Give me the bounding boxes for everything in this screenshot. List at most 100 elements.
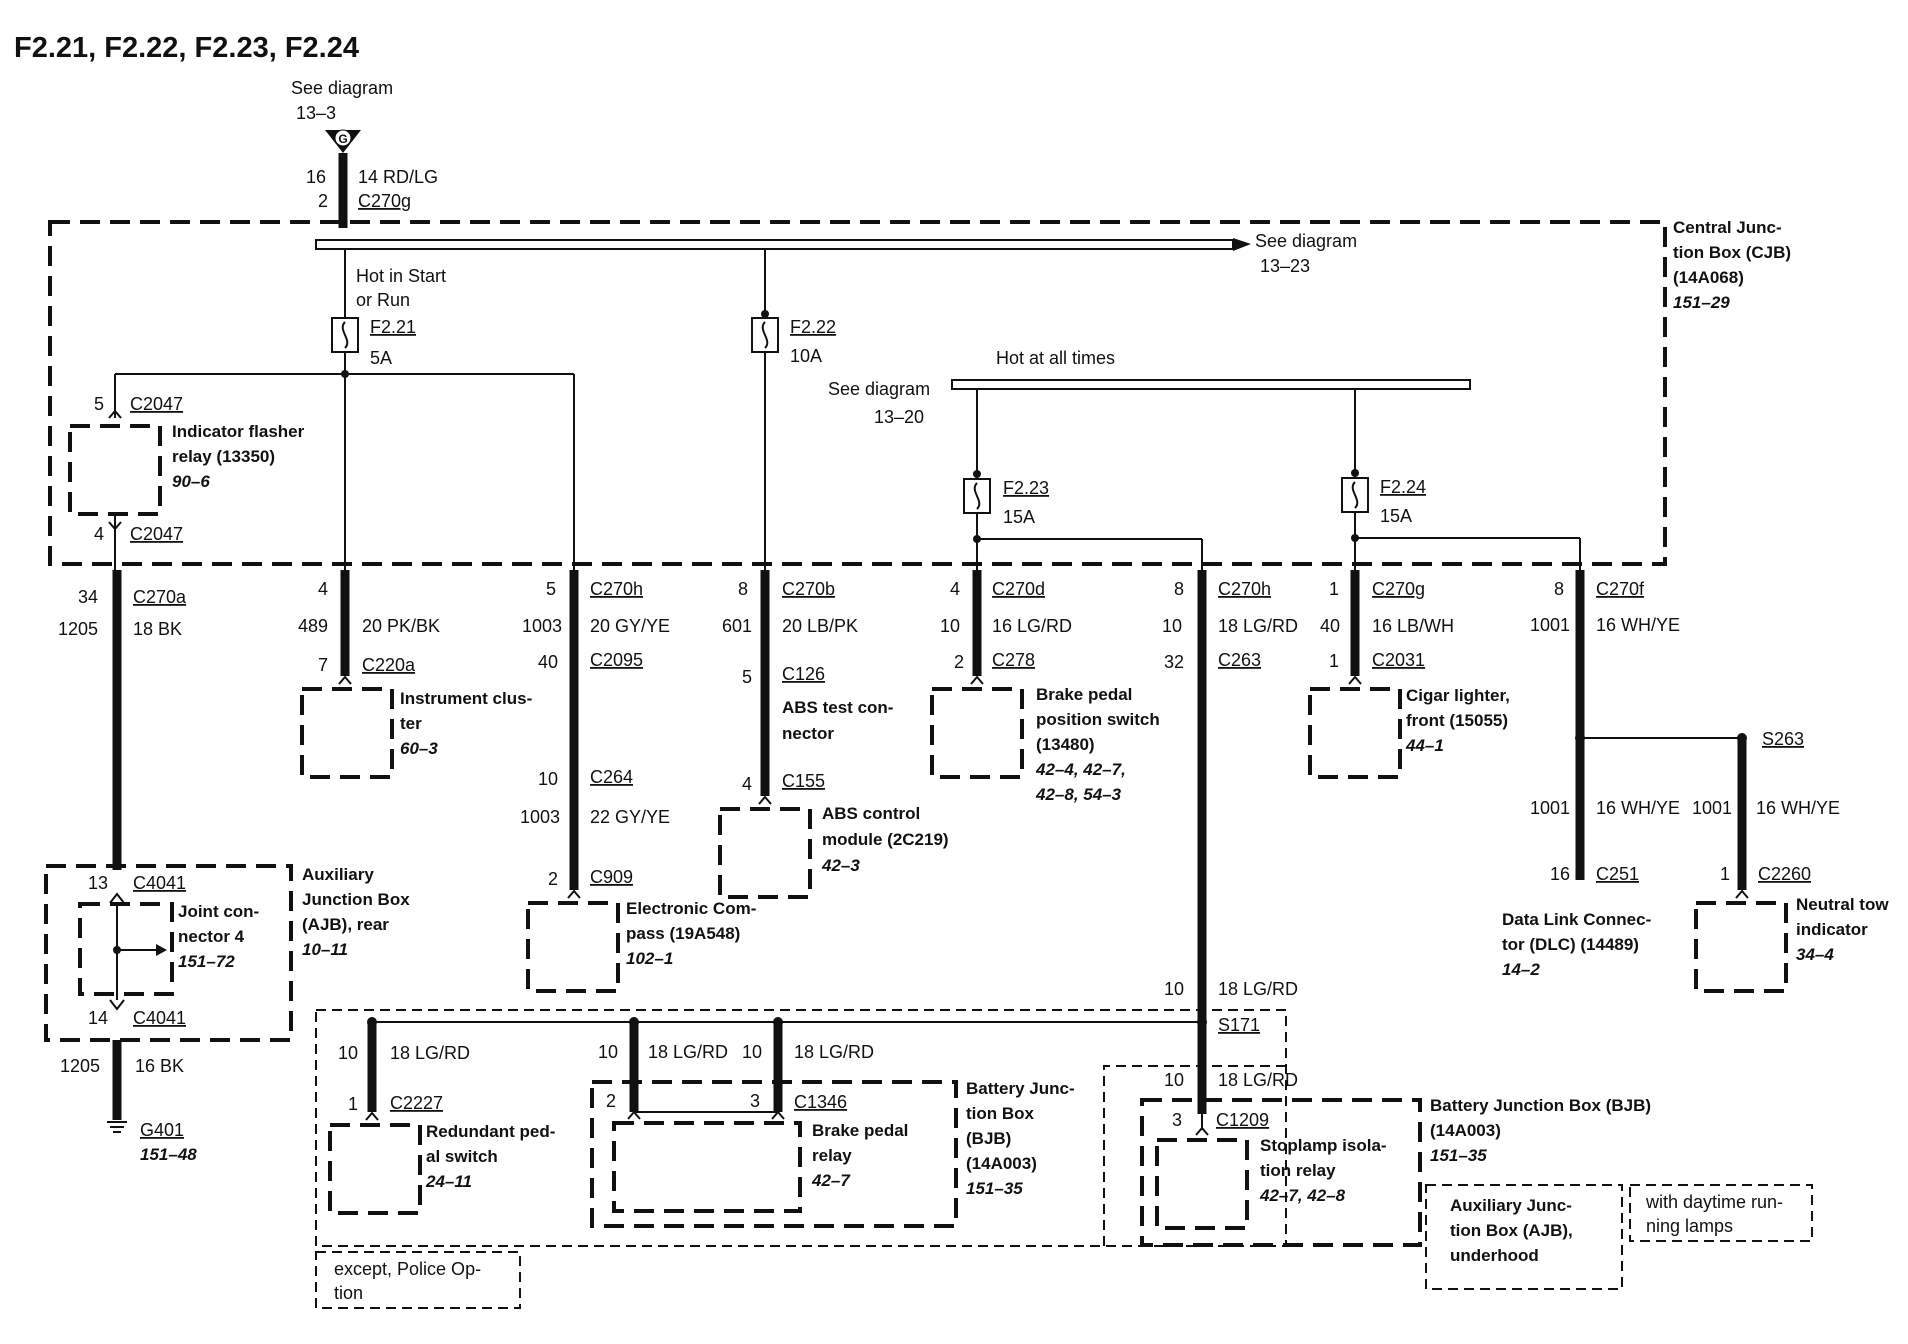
hot-start-1: Hot in Start <box>356 266 446 286</box>
instrument-cluster-box <box>300 687 394 779</box>
connector-arrow-icon <box>1348 675 1362 685</box>
cjb-bus-bar <box>315 239 1234 250</box>
brake-relay-circuit: 10 <box>598 1042 618 1062</box>
flasher-ref: 90–6 <box>172 472 210 491</box>
ground-ref: 151–48 <box>140 1145 197 1164</box>
connector-arrow-icon <box>970 675 984 685</box>
stoplamp-name-2: tion relay <box>1260 1161 1336 1180</box>
neutral-name-2: indicator <box>1796 920 1868 939</box>
police-1: except, Police Op- <box>334 1259 481 1279</box>
ajb-rear-conn2: C4041 <box>133 1008 186 1028</box>
col-a-circuit: 1205 <box>58 619 98 639</box>
flasher-name-1: Indicator flasher <box>172 422 305 441</box>
brake-relay-ref: 42–7 <box>811 1171 851 1190</box>
col-h-conn3: C2260 <box>1758 864 1811 884</box>
bpps-name-2: position switch <box>1036 710 1160 729</box>
fuse-f222-element <box>761 321 769 349</box>
connector-arrow-icon <box>109 999 125 1011</box>
brake-position-switch-box <box>930 687 1024 779</box>
col-h-circuit3: 1001 <box>1692 798 1732 818</box>
fuse-f224-name: F2.24 <box>1380 477 1426 497</box>
splice-dot <box>341 370 349 378</box>
splice-s263: S263 <box>1762 729 1804 749</box>
ground-icon <box>107 1121 127 1133</box>
redundant-name-1: Redundant ped- <box>426 1122 555 1141</box>
col-h-color2: 16 WH/YE <box>1596 798 1680 818</box>
see-diagram-top: See diagram <box>291 78 393 98</box>
cigar-name-1: Cigar lighter, <box>1406 686 1510 705</box>
col-f-color: 18 LG/RD <box>1218 616 1298 636</box>
fuse-f223-element <box>973 482 981 510</box>
col-d-circuit: 601 <box>722 616 752 636</box>
neutral-tow-box <box>1694 901 1788 993</box>
col-f-conn2: C263 <box>1218 650 1261 670</box>
splice-dot <box>113 946 121 954</box>
connector-arrow-icon <box>567 889 581 899</box>
col-c-conn4: C909 <box>590 867 633 887</box>
brake-relay-color: 18 LG/RD <box>648 1042 728 1062</box>
col-b-conn2: C220a <box>362 655 416 675</box>
dlc-name-2: tor (DLC) (14489) <box>1502 935 1639 954</box>
redundant-ref: 24–11 <box>425 1172 472 1191</box>
cigar-ref: 44–1 <box>1405 736 1444 755</box>
col-h-circuit2: 1001 <box>1530 798 1570 818</box>
ajb-underhood-3: underhood <box>1450 1246 1539 1265</box>
col-h-pin2: 16 <box>1550 864 1570 884</box>
col-f-pin2: 32 <box>1164 652 1184 672</box>
jc-arrow-icon <box>156 944 167 956</box>
stoplamp-name-1: Stoplamp isola- <box>1260 1136 1387 1155</box>
dlc-name-1: Data Link Connec- <box>1502 910 1651 929</box>
bpps-name-1: Brake pedal <box>1036 685 1132 704</box>
ajb-rear-box <box>44 864 293 1042</box>
top-pin2: 2 <box>318 191 328 211</box>
bjb2-ref: 151–35 <box>1430 1146 1487 1165</box>
bpps-name-3: (13480) <box>1036 735 1095 754</box>
col-b-pin: 4 <box>318 579 328 599</box>
connector-arrow-icon <box>108 409 122 419</box>
col-g-conn: C270g <box>1372 579 1425 599</box>
connector-arrow-icon <box>338 675 352 685</box>
neutral-name-1: Neutral tow <box>1796 895 1889 914</box>
flasher-pin-bot: 4 <box>94 524 104 544</box>
cjb-see-ref: 13–23 <box>1260 256 1310 276</box>
bus-arrow-icon <box>1233 238 1251 251</box>
except-police-box <box>315 1009 1287 1247</box>
ajb-rear-name-3: (AJB), rear <box>302 915 389 934</box>
abs-test-2: nector <box>782 724 834 743</box>
top-connector: C270g <box>358 191 411 211</box>
ajb-rear-name-2: Junction Box <box>302 890 410 909</box>
connector-arrow-icon <box>365 1111 379 1121</box>
redundant-conn: C2227 <box>390 1093 443 1113</box>
ground-name: G401 <box>140 1120 184 1140</box>
col-e-circuit: 10 <box>940 616 960 636</box>
daytime-2: ning lamps <box>1646 1216 1733 1236</box>
col-g-pin2: 1 <box>1329 651 1339 671</box>
jc-name-2: nector 4 <box>178 927 245 946</box>
stoplamp-pin: 3 <box>1172 1110 1182 1130</box>
splice-dot <box>1351 469 1359 477</box>
redundant-circuit: 10 <box>338 1043 358 1063</box>
fuse-f222-rating: 10A <box>790 346 822 366</box>
ground-circuit: 1205 <box>60 1056 100 1076</box>
cjb-name-3: (14A068) <box>1673 268 1744 287</box>
col-c-color2: 22 GY/YE <box>590 807 670 827</box>
bjb1-name-1: Battery Junc- <box>966 1079 1075 1098</box>
col-f-circuit3: 10 <box>1164 1070 1184 1090</box>
stoplamp-ref: 42–7, 42–8 <box>1259 1186 1346 1205</box>
bjb-box-2 <box>1140 1098 1422 1247</box>
diagram-title: F2.21, F2.22, F2.23, F2.24 <box>14 32 359 64</box>
bjb1-name-2: tion Box <box>966 1104 1035 1123</box>
brake-relay-color2: 18 LG/RD <box>794 1042 874 1062</box>
connector-arrow-icon <box>627 1110 641 1120</box>
col-e-color: 16 LG/RD <box>992 616 1072 636</box>
connector-arrow-icon <box>1735 889 1749 899</box>
cjb-ref: 151–29 <box>1673 293 1730 312</box>
g-symbol: G <box>338 132 347 146</box>
cjb-name-2: tion Box (CJB) <box>1673 243 1791 262</box>
daytime-1: with daytime run- <box>1645 1192 1783 1212</box>
splice-dot <box>761 310 769 318</box>
col-a-conn: C270a <box>133 587 187 607</box>
ajb-rear-name-1: Auxiliary <box>302 865 374 884</box>
flasher-name-2: relay (13350) <box>172 447 275 466</box>
